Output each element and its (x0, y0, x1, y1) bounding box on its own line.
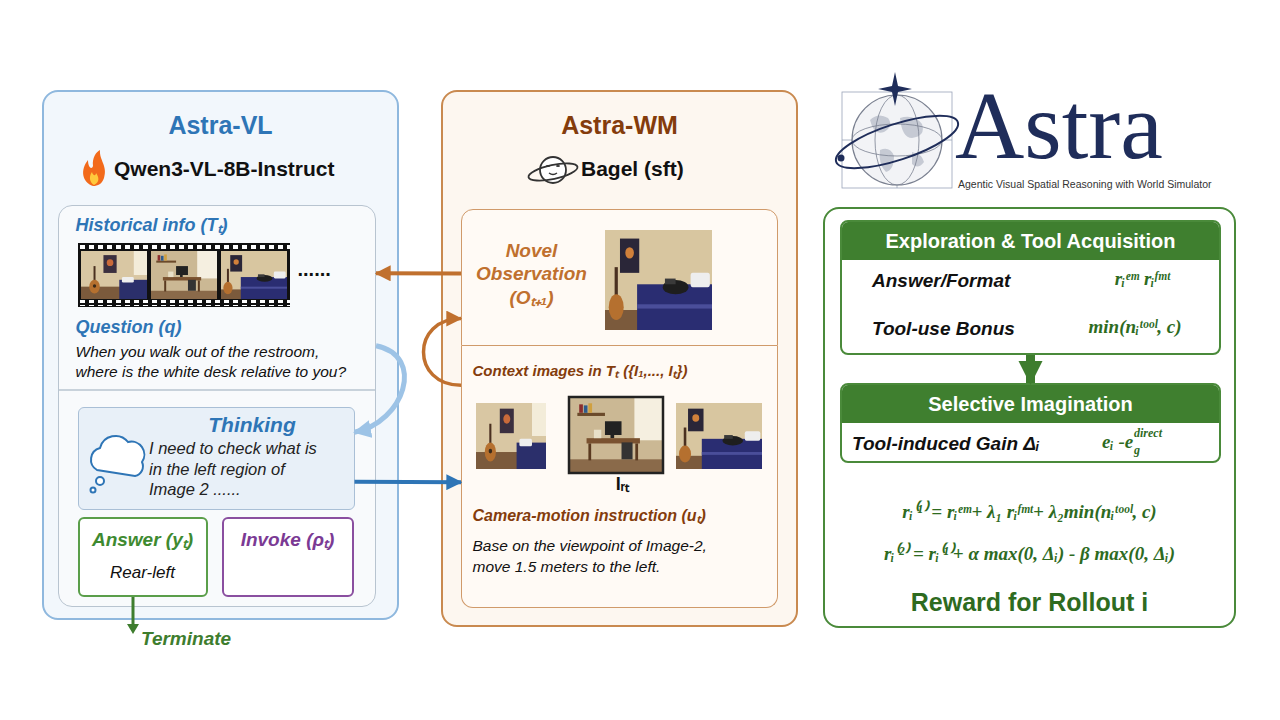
reward-panel: rᵢ⁽¹⁾ = rᵢᵉᵐ+ λ₁ rᵢᶠᵐᵗ+ λ₂min(nᵢᵗᵒᵒˡ, c)… (823, 207, 1236, 628)
globe-logo (831, 72, 964, 188)
stage-box: Selective ImaginationTool-induced Gain Δ… (840, 383, 1221, 463)
invoke-box: Invoke (ρₜ) (222, 517, 354, 597)
context-box: Historical info (Tₜ)...... Question (q) Wh… (58, 205, 376, 607)
model-panel: Astra-WM Bagel (sft) Novel Observation (Oₜ… (441, 90, 798, 627)
model-name: Bagel (sft) (581, 156, 684, 181)
panel-title: Astra-VL (42, 110, 399, 140)
box-heading: Invoke (ρₜ) (222, 529, 354, 552)
section-heading: Historical info (Tₜ) (76, 215, 228, 237)
question-text: When you walk out of the restroom, where… (76, 342, 356, 384)
context-section: Context images in Tₜ ({I₁,..., Iₜ}) IᵣₜCa… (461, 346, 778, 608)
observation-section: Novel Observation (Oₜ₊₁) (461, 209, 778, 346)
reward-term: Tool-use Bonus (872, 318, 1015, 341)
section-heading: Context images in Tₜ ({I₁,..., Iₜ}) (473, 362, 688, 380)
formula-subscript: g (1134, 443, 1140, 457)
section-heading: Camera-motion instruction (uₜ) (473, 506, 706, 525)
section-heading: Question (q) (76, 317, 182, 339)
reward-formula: rᵢ⁽¹⁾ = rᵢᵉᵐ+ λ₁ rᵢᶠᵐᵗ+ λ₂min(nᵢᵗᵒᵒˡ, c) (823, 501, 1236, 524)
thought-text: I need to check what is in the left regi… (149, 438, 325, 500)
logo-tagline: Agentic Visual Spatial Reasoning with Wo… (958, 178, 1212, 191)
thinking-box: ThinkingI need to check what is in the l… (78, 407, 355, 510)
model-panel: Astra-VL Qwen3-VL-8B-InstructHistorical i… (42, 90, 399, 620)
panel-caption: Reward for Rollout i (823, 587, 1236, 617)
logo-wordmark: Astra (955, 78, 1163, 174)
stage-heading: Exploration & Tool Acquisition (842, 222, 1219, 260)
term-formula: eᵢ -e (1102, 431, 1133, 454)
reward-term: Tool-induced Gain Δᵢ (852, 433, 1039, 456)
box-heading: Thinking (172, 412, 332, 437)
box-heading: Answer (yₜ) (78, 529, 208, 552)
panel-title: Astra-WM (441, 110, 798, 140)
formula-superscript: direct (1134, 426, 1162, 440)
term-formula: min(nᵢᵗᵒᵒˡ, c) (1055, 316, 1215, 339)
section-heading: Novel Observation (Oₜ₊₁) (469, 239, 595, 310)
arrow-label: Terminate (141, 628, 231, 651)
model-name: Qwen3-VL-8B-Instruct (114, 156, 335, 181)
answer-box: Answer (yₜ) Rear-left (78, 517, 208, 597)
stage-heading: Selective Imagination (842, 385, 1219, 423)
reward-formula: rᵢ⁽²⁾ = rᵢ⁽¹⁾+ α max(0, Δᵢ) - β max(0, Δ… (823, 543, 1236, 566)
image-label: Iᵣₜ (606, 474, 640, 496)
ellipsis: ...... (298, 257, 331, 281)
answer-text: Rear-left (78, 563, 208, 583)
reward-term: Answer/Format (872, 270, 1010, 293)
stage-box: Exploration & Tool AcquisitionAnswer/For… (840, 220, 1221, 355)
instruction-text: Base on the viewpoint of Image-2, move 1… (473, 536, 728, 578)
term-formula: rᵢᵉᵐ rᵢᶠᵐᵗ (1070, 268, 1215, 291)
